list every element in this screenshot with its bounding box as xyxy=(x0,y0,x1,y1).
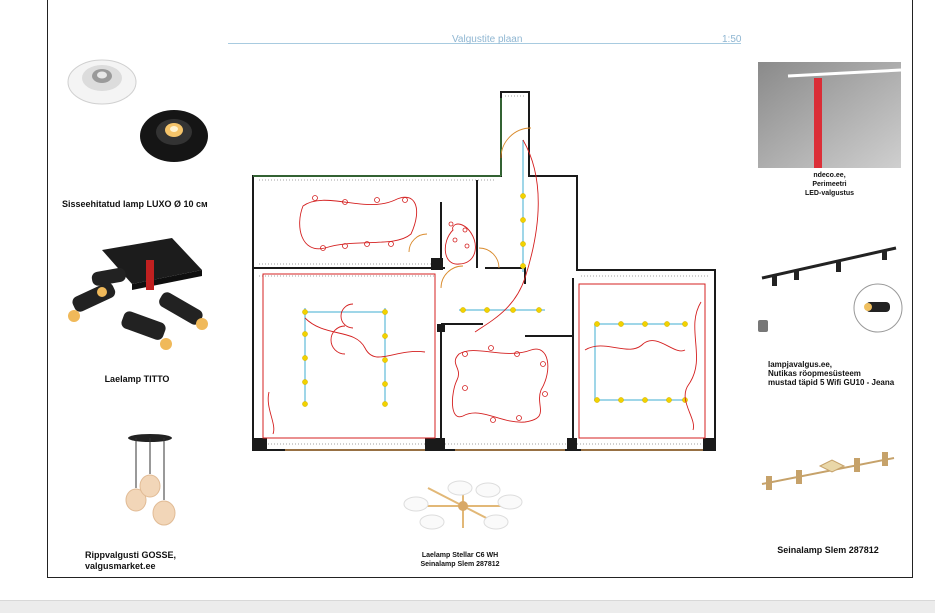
track-system-image xyxy=(758,246,903,333)
viewer-bottom-strip xyxy=(0,600,935,613)
gosse-pendant-image xyxy=(125,434,176,526)
titto-lamp-image xyxy=(68,238,208,350)
gosse-label-line2: valgusmarket.ee xyxy=(85,561,156,571)
stellar-label-line2: Seinalamp Slem 287812 xyxy=(420,561,500,568)
track-label-line1: lampjavalgus.ee, xyxy=(768,360,833,369)
plan-title: Valgustite plaan xyxy=(452,34,523,45)
floor-plan xyxy=(252,91,716,451)
titto-lamp-label: Laelamp TITTO xyxy=(104,374,170,384)
plan-header-line xyxy=(228,43,741,44)
luxo-lamp-image xyxy=(67,59,208,162)
track-label-line3: mustad täpid 5 Wifi GU10 - Jeana xyxy=(768,378,895,387)
luxo-lamp-label: Sisseehitatud lamp LUXO Ø 10 см xyxy=(62,199,208,209)
stellar-label-line1: Laelamp Stellar C6 WH xyxy=(421,552,499,559)
ndeco-label-line1: ndeco.ee, xyxy=(813,172,846,179)
ndeco-label-line2: Perimeetri xyxy=(812,181,847,188)
stellar-lamp-image xyxy=(403,480,523,530)
slem-wall-lamp-image xyxy=(761,452,895,490)
track-label-line2: Nutikas röopmesüsteem xyxy=(768,369,861,378)
plan-scale: 1:50 xyxy=(722,34,742,45)
gosse-label-line1: Rippvalgusti GOSSE, xyxy=(85,550,177,560)
ndeco-label-line3: LED-valgustus xyxy=(804,190,854,197)
ndeco-led-image xyxy=(758,62,901,168)
slem-label: Seinalamp Slem 287812 xyxy=(777,545,879,555)
